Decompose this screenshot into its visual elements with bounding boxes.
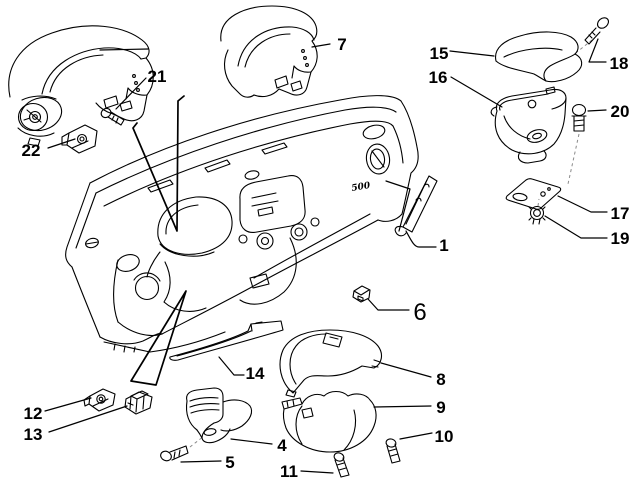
callout-17[interactable]: 17 <box>611 204 630 223</box>
callout-16[interactable]: 16 <box>429 68 448 87</box>
callout-9[interactable]: 9 <box>436 398 445 417</box>
callout-1[interactable]: 1 <box>439 236 448 255</box>
callout-labels: 1 4 5 6 7 8 9 10 11 12 13 14 15 16 17 18… <box>22 35 630 480</box>
storage-tray-16 <box>490 86 567 164</box>
callout-11[interactable]: 11 <box>280 462 298 480</box>
callout-15[interactable]: 15 <box>430 44 449 63</box>
column-lower-trim-4 <box>185 387 253 444</box>
instrument-cluster-hood-7 <box>220 5 318 98</box>
leader-lines <box>44 38 608 474</box>
dashboard-500-badge: 500 <box>351 181 372 194</box>
callout-12[interactable]: 12 <box>24 404 43 423</box>
dashboard-body <box>65 95 419 353</box>
side-trim-1 <box>394 175 438 237</box>
location-wedge-lines <box>130 95 187 386</box>
callout-6[interactable]: 6 <box>413 299 426 326</box>
callout-14[interactable]: 14 <box>246 364 265 383</box>
callout-10[interactable]: 10 <box>435 427 454 446</box>
clip-12 <box>83 388 116 412</box>
under-dash-panel-14 <box>169 320 284 361</box>
bracket-22 <box>61 124 98 154</box>
clip-13 <box>124 390 153 415</box>
callout-22[interactable]: 22 <box>22 141 41 160</box>
callout-4[interactable]: 4 <box>277 436 287 455</box>
callout-20[interactable]: 20 <box>611 102 630 121</box>
screw-21 <box>100 107 125 126</box>
callout-8[interactable]: 8 <box>436 370 445 389</box>
screw-18 <box>584 17 610 45</box>
clip-6 <box>352 285 371 303</box>
callout-18[interactable]: 18 <box>610 54 629 73</box>
callout-5[interactable]: 5 <box>225 453 234 472</box>
screw-11 <box>333 452 350 478</box>
screw-5 <box>160 445 189 462</box>
column-lower-shroud-9 <box>281 390 377 453</box>
callout-19[interactable]: 19 <box>611 229 630 248</box>
callout-13[interactable]: 13 <box>24 425 43 444</box>
column-upper-shroud-8 <box>279 329 383 398</box>
screw-10 <box>385 438 401 464</box>
bolt-20 <box>571 103 587 132</box>
callout-7[interactable]: 7 <box>337 35 346 54</box>
assembly-axis-lines <box>189 39 593 448</box>
nut-19 <box>528 205 546 225</box>
callout-21[interactable]: 21 <box>148 67 167 86</box>
mounting-plate-17 <box>505 178 562 210</box>
storage-tray-lid-15 <box>495 31 583 83</box>
instrument-cluster-hood-left <box>8 25 154 147</box>
